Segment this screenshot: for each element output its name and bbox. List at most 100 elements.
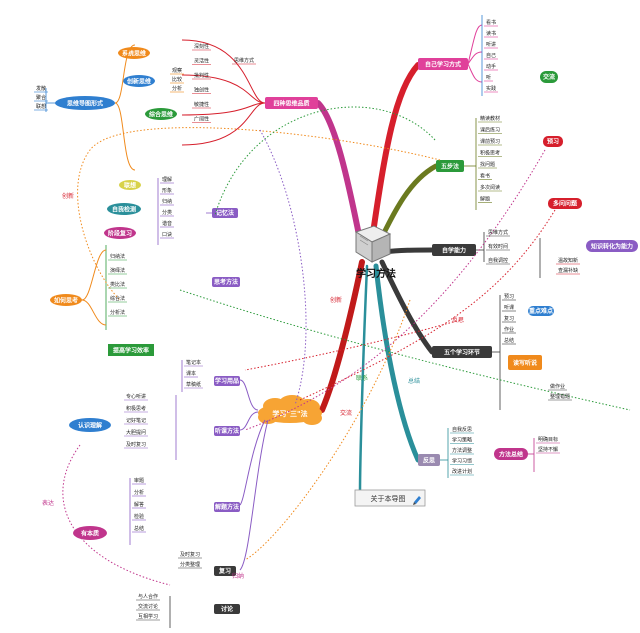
branch-b11[interactable]: 解题方法 有本质 xyxy=(73,478,240,545)
b7-sub-4: 谐音 xyxy=(160,220,174,228)
branch-b1-curve xyxy=(369,62,421,243)
b6-note-1: 比较 xyxy=(170,76,184,84)
b5-note-1: 坚持不懈 xyxy=(536,446,560,454)
pencil-icon xyxy=(413,496,421,505)
branch-b3-label: 自学能力 xyxy=(442,247,466,255)
b1-sub-4: 动手 xyxy=(484,63,498,71)
b8-sub-4-text: 分析法 xyxy=(110,309,125,316)
b3-sticker: 知识转化为能力 xyxy=(591,243,633,251)
b6-sticker-3: 综合思维 xyxy=(149,111,173,119)
b10-sub-0-text: 专心听讲 xyxy=(126,393,146,400)
about-box[interactable]: 关于本导图 xyxy=(354,489,426,507)
b13-sub-1-text: 交流讨论 xyxy=(138,603,158,610)
branch-b10[interactable]: 听课方法 认识理解 xyxy=(69,395,240,460)
b11-sub-4: 总结 xyxy=(132,525,146,533)
branch-b2[interactable]: 五步法 预习 多问问题 xyxy=(436,118,582,210)
b4-sub-4: 总结 xyxy=(502,337,516,345)
b7-sub-1-text: 形象 xyxy=(162,187,172,194)
link-label-1: 创新 xyxy=(62,192,74,200)
branch-b3[interactable]: 自学能力 知识转化为能力 xyxy=(432,232,638,278)
b5-sub-0-text: 自我反思 xyxy=(452,426,472,433)
link-label-8: 归纳 xyxy=(232,572,244,580)
far-left-group[interactable]: 思维导图形式 xyxy=(45,44,136,171)
branch-b8[interactable]: 思考方法 如何思考 提高学习效率 xyxy=(50,245,240,356)
far-left-item-2-text: 联想 xyxy=(36,103,46,110)
link-label-7: 表达 xyxy=(42,499,54,507)
b2-sub-5-text: 看书 xyxy=(480,173,490,180)
b12-sub-1: 分类整理 xyxy=(178,561,202,569)
b11-sub-0-text: 审题 xyxy=(134,477,144,484)
cloud-node[interactable]: 学习"三"法 xyxy=(239,379,322,571)
branch-b3-curve xyxy=(381,247,435,255)
b7-sub-3-text: 分类 xyxy=(162,209,172,216)
b11-sub-3-text: 检验 xyxy=(134,513,144,520)
b4-sub-3: 作业 xyxy=(502,326,516,334)
b10-sub-1: 积极思考 xyxy=(124,405,148,413)
about-box-label: 关于本导图 xyxy=(371,494,406,503)
b7-sub-2-text: 归纳 xyxy=(162,198,172,205)
b3-note-1: 查漏补缺 xyxy=(556,267,580,275)
branch-b9[interactable]: 学习用品 xyxy=(181,360,240,392)
b8-sticker: 如何思考 xyxy=(54,297,78,305)
b6-note-group-text: 思维方式 xyxy=(234,57,254,64)
b1-sticker: 交流 xyxy=(543,73,555,81)
branch-b4[interactable]: 五个学习环节 重点难点 读写听说 xyxy=(432,295,554,410)
branch-b8-label: 思考方法 xyxy=(214,278,238,286)
branch-cloud-curve xyxy=(319,259,365,413)
b2-sub-7-text: 解题 xyxy=(480,196,490,203)
b7-sticker-1: 联想 xyxy=(124,182,136,190)
branch-b6-curve xyxy=(315,100,363,243)
b4-sub-0: 预习 xyxy=(502,293,516,301)
b1-sub-2-text: 听讲 xyxy=(486,41,496,48)
b5-note-0-text: 明确目标 xyxy=(538,436,558,443)
b2-sub-5: 看书 xyxy=(478,173,492,180)
b8-sub-4: 分析法 xyxy=(108,309,127,317)
branch-b5[interactable]: 反思 方法总结 xyxy=(418,428,535,478)
far-left-item-1: 聚合 xyxy=(34,94,48,102)
b2-sub-1-text: 课后练习 xyxy=(480,127,500,134)
cloud-label: 学习"三"法 xyxy=(272,409,307,418)
b9-sub-0-text: 笔记本 xyxy=(186,359,201,366)
b6-sub-1-text: 灵活性 xyxy=(194,58,209,65)
b7-sub-5-text: 口诀 xyxy=(162,231,172,238)
branch-b12[interactable]: 复习 xyxy=(214,566,236,576)
b6-sub-4-text: 敏捷性 xyxy=(194,101,209,108)
branch-b6-label: 四种思维品质 xyxy=(273,100,309,108)
b2-sticker-1: 预习 xyxy=(547,138,559,146)
branch-b6[interactable]: 四种思维品质 系统思维 创新思维 综合思维 xyxy=(118,39,318,146)
b13-sub-0: 与人合作 xyxy=(136,593,160,601)
far-left-item-1-text: 聚合 xyxy=(36,94,46,101)
branch-b2-label: 五步法 xyxy=(441,163,459,171)
center-node[interactable]: 学习方法 xyxy=(354,225,396,280)
b6-sub-0: 深刻性 xyxy=(192,43,211,51)
b2-sub-4-text: 找问题 xyxy=(480,161,495,168)
branch-b1[interactable]: 自己学习方式 交流 xyxy=(418,15,558,96)
b4-note-0-text: 做作业 xyxy=(550,383,565,390)
b6-note-group: 思维方式 xyxy=(232,57,256,65)
b6-sub-3-text: 独创性 xyxy=(194,87,209,94)
b5-sub-1: 学习策略 xyxy=(450,437,474,444)
branch-b4-label: 五个学习环节 xyxy=(444,349,480,357)
b9-sub-2: 草稿纸 xyxy=(184,381,203,389)
branch-b5-label: 反思 xyxy=(423,457,435,465)
branch-b13[interactable]: 讨论 xyxy=(169,596,240,628)
b8-sub-3: 综合法 xyxy=(108,295,127,303)
b6-sub-5-text: 广阔性 xyxy=(194,116,209,123)
b2-sub-6: 多次阅读 xyxy=(478,184,502,192)
link-label-2: 创新 xyxy=(330,296,342,304)
b6-sub-3: 独创性 xyxy=(192,87,211,94)
b3-note-1-text: 查漏补缺 xyxy=(558,267,578,274)
b3-sub-1: 有效时间 xyxy=(486,243,510,251)
b5-sub-1-text: 学习策略 xyxy=(452,437,472,444)
b6-sticker-1: 系统思维 xyxy=(122,50,146,58)
b10-sub-3-text: 大胆提问 xyxy=(126,429,146,436)
branch-b7[interactable]: 记忆法 联想 自我检测 阶段复习 xyxy=(104,178,238,245)
b5-sub-3: 学习习惯 xyxy=(450,458,474,465)
b3-sub-2: 自我调控 xyxy=(486,257,510,265)
b1-sub-4-text: 动手 xyxy=(486,63,496,70)
b1-sub-1: 读书 xyxy=(484,30,498,38)
b11-sub-1-text: 分析 xyxy=(134,489,144,496)
b11-sticker: 有本质 xyxy=(81,530,99,538)
b5-sub-2: 方法调整 xyxy=(450,447,474,455)
